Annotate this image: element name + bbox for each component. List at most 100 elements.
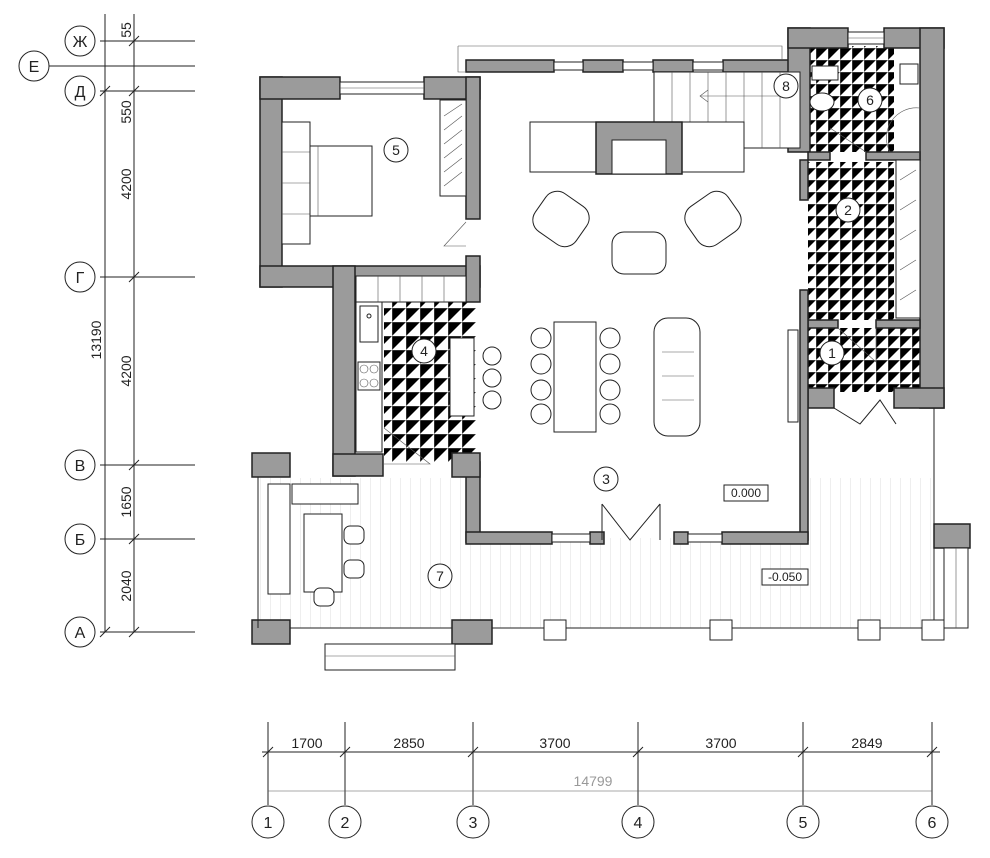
sofa [653,317,701,437]
room-marker-5: 5 [383,137,409,163]
armchair-right [684,190,742,248]
dim-bottom-5-6: 2849 [851,735,882,751]
room-markers: 1 2 3 4 5 6 7 8 [383,73,883,589]
toilet [811,65,839,81]
kitchen-island [449,337,475,417]
windows [339,31,885,543]
armchair-left [532,190,590,248]
hob [357,361,381,391]
room-marker-2: 2 [835,197,861,223]
terrace-table [303,513,343,593]
axis-label-zh: Ж [73,34,88,51]
axis-marker-5: 5 [786,805,820,839]
washbasin [899,63,919,85]
axis-label-b: Б [75,532,86,549]
axis-marker-a: А [64,616,96,648]
room-label-7: 7 [436,568,444,584]
level-floor-box [723,484,769,502]
axis-label-6: 6 [928,815,937,832]
entry-doors [833,399,897,425]
hall-door [837,327,877,363]
axis-label-v: В [75,458,86,475]
room-label-5: 5 [392,142,400,158]
axis-marker-4: 4 [621,805,655,839]
armchair-center [611,231,667,275]
level-floor: 0.000 [731,486,761,500]
left-axis-markers: Ж Е Д Г В Б А [18,25,96,648]
room-marker-4: 4 [411,338,437,364]
room-label-8: 8 [782,78,790,94]
dressing-wardrobe [895,159,921,319]
sink [359,305,379,343]
level-marks: 0.000 -0.050 [723,484,809,586]
dim-left-total: 13190 [88,320,104,359]
room-label-2: 2 [844,202,852,218]
left-dimension-lines [48,14,195,638]
axis-marker-1: 1 [251,805,285,839]
dim-bottom-4-5: 3700 [705,735,736,751]
bedroom-door [443,221,467,247]
axis-marker-e: Е [18,50,50,82]
dim-bottom-3-4: 3700 [539,735,570,751]
room-label-4: 4 [420,343,428,359]
axis-marker-3: 3 [456,805,490,839]
axis-label-d: Д [75,84,86,101]
dressing-tiles [808,162,894,320]
axis-label-5: 5 [799,815,808,832]
level-terrace-box [761,568,809,586]
axis-label-2: 2 [341,815,350,832]
tv-unit [787,329,799,423]
dim-bottom-2-3: 2850 [393,735,424,751]
axis-label-4: 4 [634,815,643,832]
terrace-furniture [267,483,365,607]
bottom-dimension-lines [262,722,940,805]
axis-marker-g: Г [64,261,96,293]
bath-door [886,107,921,153]
terrace-outline [257,45,969,671]
upper-counter [355,275,467,303]
bedroom-furniture [281,99,467,247]
bath-furniture [809,63,921,425]
floor-finishes [258,46,938,628]
walls [251,27,971,645]
room-label-6: 6 [866,92,874,108]
dim-left-d-upper: 550 [118,100,134,124]
dim-bottom-1-2: 1700 [291,735,322,751]
axis-marker-2: 2 [328,805,362,839]
dining-table [553,321,597,433]
dim-bottom-total: 14799 [574,773,613,789]
room-marker-8: 8 [773,73,799,99]
level-terrace: -0.050 [768,570,802,584]
dim-left-top: 55 [118,22,134,38]
axis-label-e: Е [29,59,40,76]
axis-label-3: 3 [469,815,478,832]
patio-doors [601,503,661,541]
wardrobe [439,99,467,197]
dim-left-b-v: 1650 [118,486,134,517]
room-label-3: 3 [602,471,610,487]
axis-marker-b: Б [64,523,96,555]
bottom-dimension-labels: 1700 2850 3700 3700 2849 14799 [291,735,882,789]
terrace-bench [267,483,291,595]
terrace-counter [291,483,359,505]
room-marker-6: 6 [857,87,883,113]
room-marker-7: 7 [427,563,453,589]
kitchen-door [383,427,431,465]
axis-label-1: 1 [264,815,273,832]
axis-marker-v: В [64,449,96,481]
room-marker-3: 3 [593,466,619,492]
bed [309,145,373,217]
room-marker-1: 1 [819,340,845,366]
dim-left-g-d: 4200 [118,168,134,199]
axis-marker-d: Д [64,75,96,107]
dim-left-v-g: 4200 [118,355,134,386]
axis-marker-zh: Ж [64,25,96,57]
living-furniture [529,121,799,541]
axis-label-g: Г [76,270,85,287]
entrance-steps [324,643,456,671]
axis-label-a: А [75,625,86,642]
dim-left-a-b: 2040 [118,570,134,601]
kitchen-furniture [355,275,502,465]
axis-marker-6: 6 [915,805,949,839]
